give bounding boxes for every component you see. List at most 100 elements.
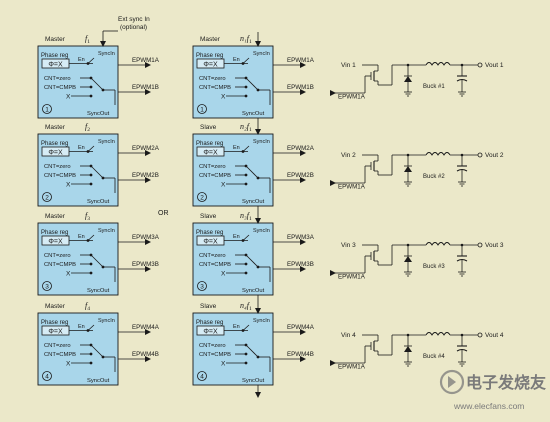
inductor-icon — [425, 152, 451, 156]
vout-label: Vout 2 — [485, 152, 504, 159]
selector-switch — [245, 344, 259, 358]
module-number: 1 — [200, 107, 204, 114]
selector-input-node — [89, 182, 93, 186]
vout-terminal-icon — [477, 242, 483, 248]
epwm-module-block — [192, 312, 274, 386]
selector-input-node — [244, 85, 248, 89]
pwm-b-label: EPWM1B — [287, 84, 314, 91]
vout-terminal-icon — [477, 332, 483, 338]
ext-sync-label-line1: Ext sync In — [118, 16, 150, 23]
inductor-icon — [425, 62, 451, 66]
pwm-b-label: EPWM3B — [132, 261, 159, 268]
disable-x-mark: X — [66, 94, 71, 101]
pwm-b-label: EPWM2B — [287, 172, 314, 179]
syncout-label: SyncOut — [87, 288, 110, 294]
phase-reg-value: Φ=X — [203, 150, 218, 157]
syncout-label: SyncOut — [242, 111, 265, 117]
module-frequency-sub: 1 — [87, 39, 90, 45]
cnt-zero-label: CNT=zero — [199, 164, 226, 170]
selector-switch — [90, 344, 104, 358]
selector-switch — [245, 165, 259, 179]
cnt-zero-label: CNT=zero — [44, 253, 71, 259]
selector-input-node — [244, 352, 248, 356]
epwm-module-block — [37, 222, 119, 296]
or-label: OR — [158, 210, 169, 217]
module-frequency-sub: 1 — [249, 306, 252, 312]
module-frequency: n₁f1 — [240, 34, 252, 45]
phase-reg-label: Phase reg — [196, 53, 223, 59]
module-number-badge — [42, 281, 52, 291]
pwm-b-label: EPWM1B — [132, 84, 159, 91]
pwm-a-label: EPWM1A — [132, 57, 160, 64]
module-role: Slave — [200, 303, 217, 310]
selector-switch — [90, 254, 104, 268]
cnt-cmpb-label: CNT=CMPB — [44, 262, 76, 268]
module-role: Master — [45, 213, 66, 220]
selector-input-node — [244, 361, 248, 365]
cnt-cmpb-label: CNT=CMPB — [199, 352, 231, 358]
module-role: Master — [45, 124, 66, 131]
vout-label: Vout 4 — [485, 332, 504, 339]
cnt-zero-label: CNT=zero — [199, 253, 226, 259]
module-frequency-sub: 1 — [249, 39, 252, 45]
selector-input-node — [89, 94, 93, 98]
vout-label: Vout 3 — [485, 242, 504, 249]
cnt-zero-label: CNT=zero — [199, 76, 226, 82]
syncin-label: SyncIn — [253, 139, 270, 145]
syncout-label: SyncOut — [87, 111, 110, 117]
syncout-label: SyncOut — [242, 199, 265, 205]
enable-label: En — [233, 145, 240, 151]
enable-switch — [87, 234, 95, 241]
selector-input-node — [89, 262, 93, 266]
buck-name: Buck #2 — [423, 174, 445, 180]
module-frequency: n₃f1 — [240, 211, 252, 222]
syncout-label: SyncOut — [242, 288, 265, 294]
pwm-b-label: EPWM4B — [132, 351, 159, 358]
module-frequency: f2 — [85, 122, 90, 133]
pwm-b-label: EPWM4B — [287, 351, 314, 358]
module-frequency: n₄f1 — [240, 301, 252, 312]
syncin-label: SyncIn — [98, 228, 115, 234]
capacitor-plate-bottom — [456, 258, 468, 262]
syncout-label: SyncOut — [87, 199, 110, 205]
watermark-url: www.elecfans.com — [453, 401, 524, 411]
inductor-icon — [425, 242, 451, 246]
phase-reg-value: Φ=X — [48, 239, 63, 246]
selector-input-node — [89, 85, 93, 89]
buck-name: Buck #1 — [423, 84, 445, 90]
selector-input-node — [89, 173, 93, 177]
pwm-b-label: EPWM3B — [287, 261, 314, 268]
enable-label: En — [233, 324, 240, 330]
vout-terminal-icon — [477, 62, 483, 68]
module-number: 4 — [45, 374, 49, 381]
phase-reg-value: Φ=X — [203, 239, 218, 246]
vin-label: Vin 3 — [341, 242, 356, 249]
module-frequency: f3 — [85, 211, 90, 222]
disable-x-mark: X — [66, 182, 71, 189]
diode-icon — [404, 76, 412, 82]
pwm-a-label: EPWM4A — [287, 324, 315, 331]
syncin-label: SyncIn — [253, 51, 270, 57]
epwm-module-block — [37, 45, 119, 119]
module-frequency: f1 — [85, 34, 90, 45]
module-frequency-sub: 3 — [87, 216, 90, 222]
module-role: Master — [200, 36, 221, 43]
syncin-label: SyncIn — [98, 318, 115, 324]
epwm-module-block — [192, 222, 274, 296]
watermark: 电子发烧友 www.elecfans.com — [439, 369, 547, 411]
module-frequency: n₂f1 — [240, 122, 252, 133]
epwm-module-block — [192, 133, 274, 207]
cnt-zero-label: CNT=zero — [199, 343, 226, 349]
pwm-a-label: EPWM4A — [132, 324, 160, 331]
selector-input-node — [244, 173, 248, 177]
phase-reg-value: Φ=X — [203, 329, 218, 336]
selector-switch — [245, 254, 259, 268]
